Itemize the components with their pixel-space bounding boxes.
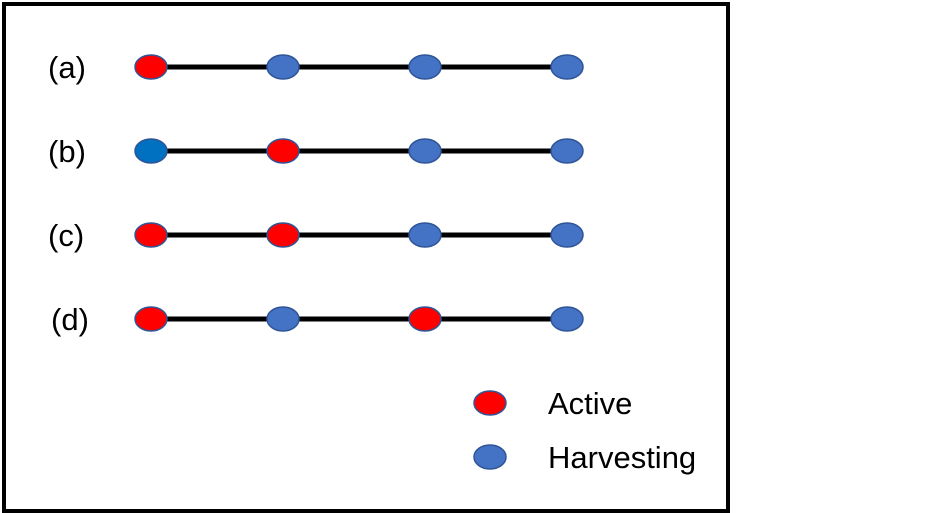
harvesting-node <box>408 54 442 80</box>
harvesting-node <box>550 138 584 164</box>
harvesting-node <box>134 138 168 164</box>
harvesting-node <box>550 54 584 80</box>
harvesting-node <box>266 54 300 80</box>
legend: Active Harvesting <box>473 386 696 475</box>
legend-active-label: Active <box>548 386 632 421</box>
rows-layer: (a) (b) (c) (d) <box>48 50 584 337</box>
row-label: (c) <box>48 218 84 253</box>
legend-active-marker <box>473 390 507 416</box>
active-node <box>134 306 168 332</box>
legend-harvesting-label: Harvesting <box>548 440 696 475</box>
row-1: (a) <box>48 50 584 85</box>
harvesting-node <box>550 222 584 248</box>
row-label: (b) <box>48 134 86 169</box>
active-node <box>408 306 442 332</box>
active-node <box>134 54 168 80</box>
harvesting-node <box>408 138 442 164</box>
row-2: (b) <box>48 134 584 169</box>
active-node <box>266 138 300 164</box>
row-label: (d) <box>51 302 89 337</box>
row-3: (c) <box>48 218 584 253</box>
harvesting-node <box>550 306 584 332</box>
row-4: (d) <box>51 302 584 337</box>
row-label: (a) <box>48 50 86 85</box>
active-node <box>266 222 300 248</box>
harvesting-node <box>266 306 300 332</box>
harvesting-node <box>408 222 442 248</box>
legend-harvesting-marker <box>473 444 507 470</box>
active-node <box>134 222 168 248</box>
